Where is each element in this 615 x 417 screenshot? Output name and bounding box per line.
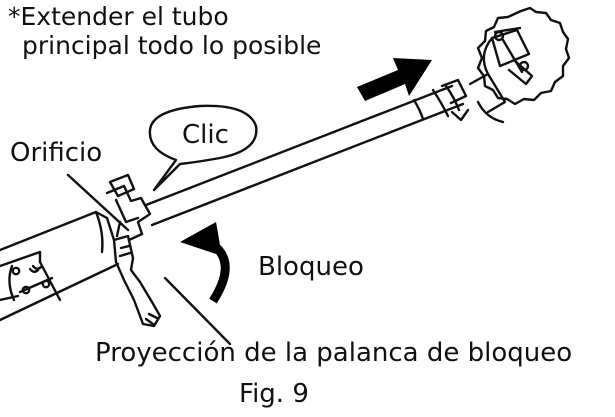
- clic-speech-bubble: [148, 104, 258, 192]
- note-line-2: principal todo lo posible: [22, 31, 322, 60]
- projection-leader-line: [163, 276, 232, 346]
- orificio-label: Orificio: [10, 138, 103, 168]
- orificio-leader-line: [66, 173, 130, 232]
- lock-clamp: [105, 173, 152, 242]
- cutting-head: [468, 6, 571, 124]
- motor-housing: [0, 210, 120, 322]
- extend-arrow: [357, 58, 432, 101]
- figure-caption: Fig. 9: [239, 379, 309, 409]
- extend-tube-note: *Extender el tubo principal todo lo posi…: [8, 2, 321, 60]
- lock-arrow-head: [180, 222, 222, 256]
- main-tube: [144, 78, 470, 227]
- note-line-1: *Extender el tubo: [8, 2, 229, 31]
- bloqueo-label: Bloqueo: [258, 252, 364, 282]
- lock-lever: [112, 234, 162, 328]
- clic-label: Clic: [182, 120, 229, 150]
- lock-lever-projection-label: Proyección de la palanca de bloqueo: [95, 338, 573, 368]
